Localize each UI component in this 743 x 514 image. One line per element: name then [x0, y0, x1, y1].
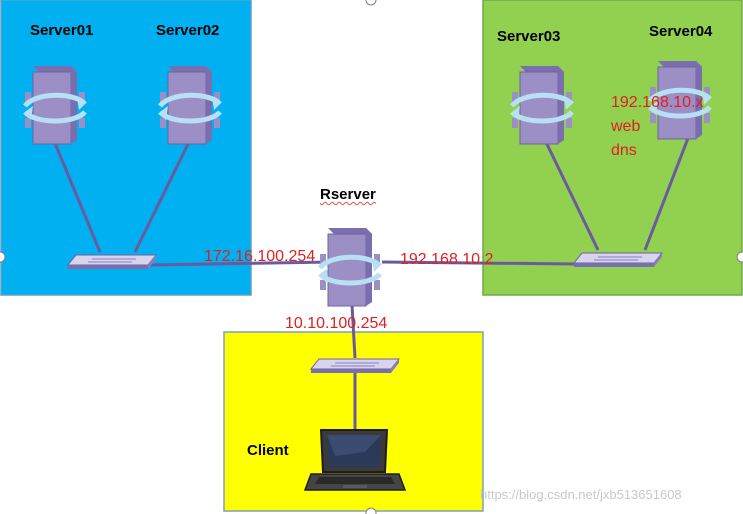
rserver-icon: [320, 228, 380, 306]
client-label: Client: [247, 442, 289, 459]
laptop-icon: [303, 429, 407, 491]
link-server03-switch: [543, 139, 600, 251]
server04-role-dns: dns: [611, 142, 637, 159]
server04-label: Server04: [649, 23, 713, 40]
server03-icon: [512, 66, 572, 144]
left-zone: [0, 0, 252, 296]
link-rserver-client-switch: [350, 304, 357, 359]
watermark: https://blog.csdn.net/jxb513651608: [480, 487, 682, 502]
left-gateway-ip: 172.16.100.254: [204, 248, 316, 265]
bottom-gateway-ip: 10.10.100.254: [285, 315, 388, 332]
right-gateway-ip: 192.168.10.2: [400, 251, 494, 268]
server04-ip: 192.168.10.x: [611, 94, 704, 111]
server01-icon: [25, 66, 85, 144]
link-server02-switch: [133, 139, 192, 253]
rserver-label: Rserver: [320, 186, 376, 203]
server01-label: Server01: [30, 22, 94, 39]
right-zone: [482, 0, 743, 296]
server02-icon: [160, 66, 220, 144]
left-switch-icon: [67, 254, 157, 270]
link-server04-switch: [643, 132, 692, 251]
right-switch-icon: [573, 252, 663, 268]
link-server01-switch: [50, 135, 102, 253]
link-rserver-right-switch: [381, 260, 576, 266]
link-left-switch-rserver: [149, 260, 334, 267]
server02-label: Server02: [156, 22, 220, 39]
server04-role-web: web: [611, 118, 641, 135]
server03-label: Server03: [497, 28, 561, 45]
links: [50, 132, 692, 430]
client-switch-icon: [310, 358, 400, 374]
